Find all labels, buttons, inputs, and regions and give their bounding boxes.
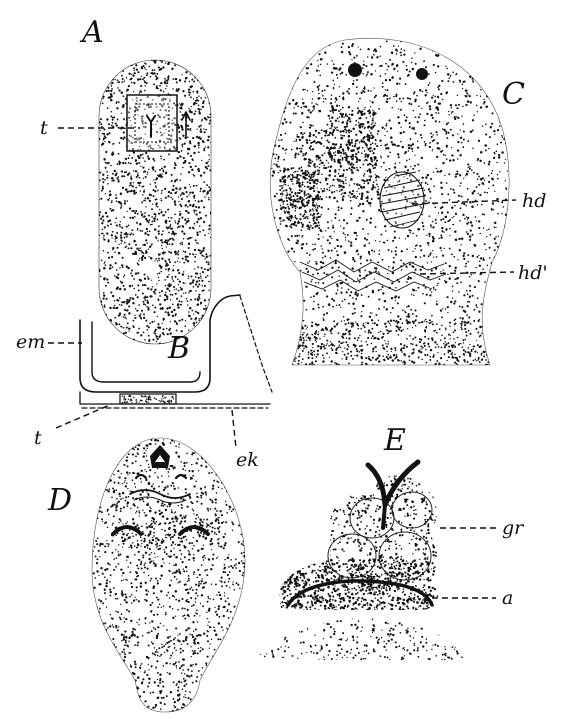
panel-b: B em t ek (16, 295, 272, 471)
eye-spot-left (348, 63, 362, 77)
label-gr: gr (502, 517, 525, 539)
panel-c-letter: C (502, 77, 525, 112)
panel-d-letter: D (47, 483, 72, 518)
hd-prime-band (300, 260, 446, 291)
panel-c: C hd hd' (261, 29, 548, 371)
lobe-2 (392, 492, 432, 528)
embryo-d-outline (92, 438, 245, 712)
embryo-d-stipple (91, 437, 247, 714)
label-a: a (502, 587, 513, 609)
panel-a-letter: A (79, 15, 104, 50)
panel-d: D (47, 437, 247, 714)
panel-e: E gr a (255, 423, 526, 664)
ectoderm-edge (240, 296, 272, 392)
label-ek: ek (236, 449, 259, 471)
eye-fold-right (180, 527, 208, 534)
eye-spot-right (416, 68, 428, 80)
label-em: em (16, 331, 45, 353)
leader-ek (232, 410, 236, 448)
label-t-a: t (40, 117, 48, 139)
label-t-b: t (34, 427, 42, 449)
base-stipple (255, 617, 465, 664)
panel-e-letter: E (383, 423, 406, 458)
label-hd: hd (522, 190, 546, 212)
panel-b-letter: B (167, 331, 190, 366)
brain-folds (136, 475, 186, 478)
panel-a: A t (40, 15, 212, 345)
label-hd-prime: hd' (518, 262, 548, 284)
